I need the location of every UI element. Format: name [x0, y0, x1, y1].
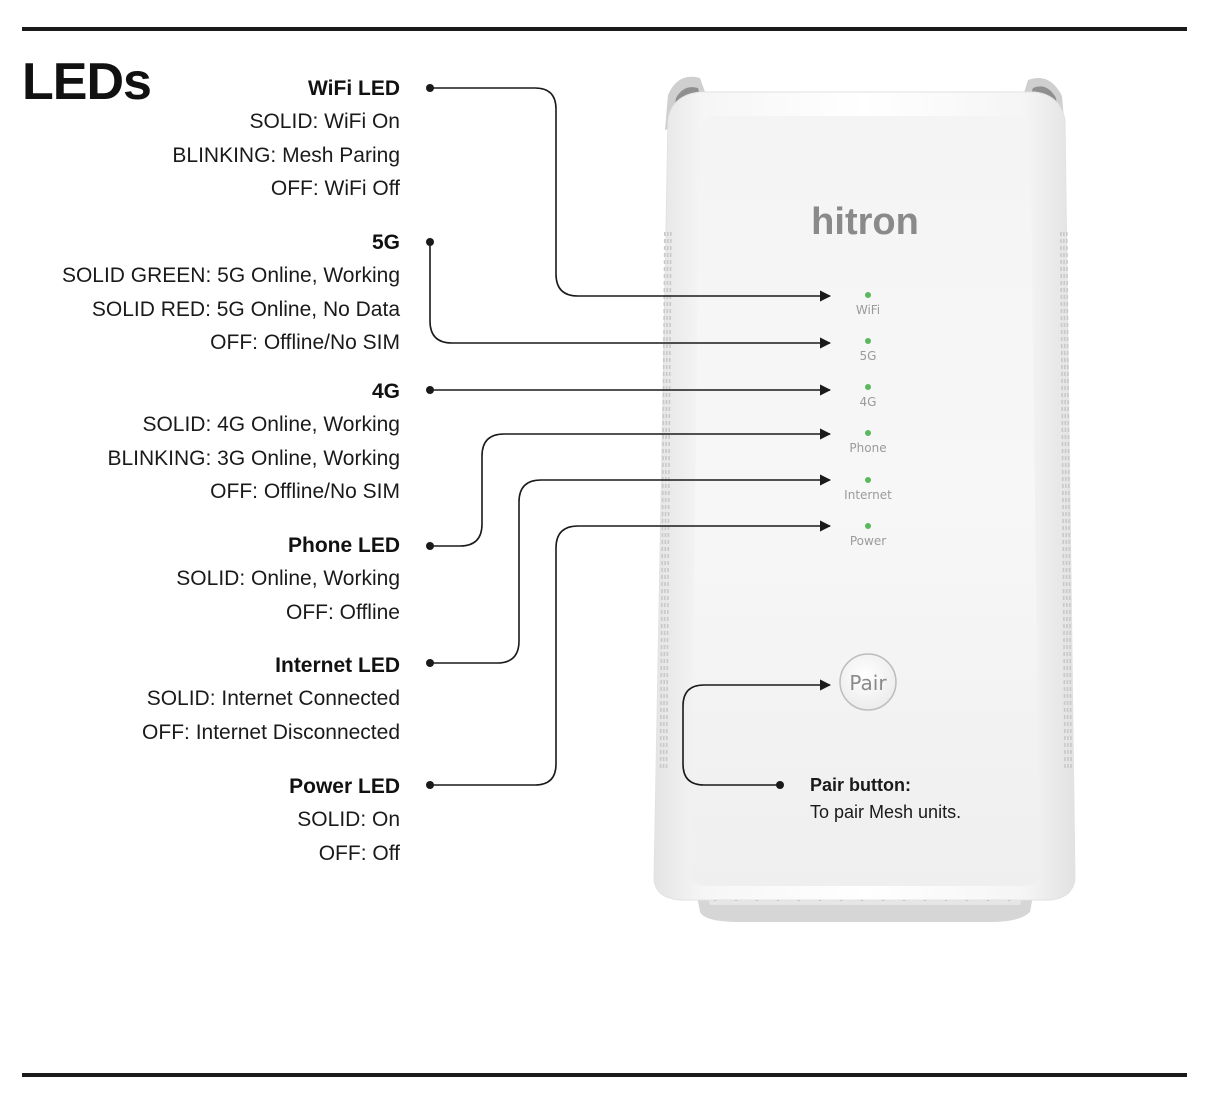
- pair-button-label: Pair: [849, 671, 887, 695]
- led-desc-line: SOLID: 4G Online, Working: [142, 413, 400, 436]
- pair-button-circle[interactable]: [839, 653, 897, 711]
- callout-dot-icon: [426, 659, 434, 667]
- led-dot-icon: [865, 477, 871, 483]
- led-desc-line: SOLID GREEN: 5G Online, Working: [61, 264, 400, 287]
- callout-dot-icon: [426, 542, 434, 550]
- led-heading: WiFi LED: [308, 77, 400, 100]
- device-led-label: Phone: [849, 441, 886, 455]
- led-desc-line: BLINKING: 3G Online, Working: [107, 446, 400, 470]
- led-wifi-block: WiFi LED SOLID: WiFi On BLINKING: Mesh P…: [0, 72, 400, 206]
- callout-dot-icon: [426, 238, 434, 246]
- device-led-label: WiFi: [856, 303, 880, 317]
- callout-dot-icon: [426, 781, 434, 789]
- callout-5g: [429, 242, 832, 349]
- led-dot-icon: [865, 430, 871, 436]
- device-led-label: 4G: [860, 395, 877, 409]
- bottom-rule: [22, 1073, 1187, 1077]
- led-heading: 5G: [371, 231, 400, 254]
- pair-button[interactable]: Pair: [839, 653, 897, 711]
- callout-dot-icon: [426, 84, 434, 92]
- led-desc-line: SOLID RED: 5G Online, No Data: [91, 297, 400, 321]
- pair-info: Pair button: To pair Mesh units.: [810, 772, 961, 826]
- pair-heading: Pair button:: [810, 775, 911, 795]
- led-desc-line: SOLID: Internet Connected: [146, 687, 400, 710]
- callout-start-dots: [426, 84, 784, 789]
- pair-description: To pair Mesh units.: [810, 802, 962, 822]
- top-rule: [22, 27, 1187, 31]
- led-desc-line: OFF: WiFi Off: [270, 177, 400, 200]
- led-desc-line: OFF: Offline/No SIM: [210, 331, 400, 354]
- led-heading: Internet LED: [275, 654, 400, 677]
- led-heading: Phone LED: [287, 534, 400, 557]
- led-5g-block: 5G SOLID GREEN: 5G Online, Working SOLID…: [0, 226, 400, 360]
- led-heading: Power LED: [289, 775, 400, 798]
- page-title: LEDs: [22, 53, 152, 111]
- led-desc-line: OFF: Internet Disconnected: [142, 720, 400, 744]
- callout-dot-icon: [776, 781, 784, 789]
- led-4g-block: 4G SOLID: 4G Online, Working BLINKING: 3…: [0, 375, 400, 509]
- led-desc-line: SOLID: Online, Working: [176, 567, 400, 590]
- led-desc-line: BLINKING: Mesh Paring: [172, 143, 400, 167]
- led-heading: 4G: [371, 380, 400, 403]
- led-desc-line: SOLID: WiFi On: [249, 110, 400, 133]
- callout-power: [430, 520, 832, 786]
- led-desc-line: OFF: Offline: [286, 600, 400, 624]
- device-led-label: Internet: [844, 488, 892, 502]
- led-desc-line: OFF: Off: [318, 841, 400, 865]
- device-led-wifi: WiFi: [856, 292, 880, 317]
- side-vent-grille: [659, 232, 1072, 768]
- led-dot-icon: [865, 384, 871, 390]
- brand-logo: hitron: [811, 201, 919, 243]
- callout-phone: [430, 428, 832, 547]
- led-power-block: Power LED SOLID: On OFF: Off: [0, 770, 400, 870]
- callout-pair: [682, 679, 832, 786]
- led-dot-icon: [865, 523, 871, 529]
- callout-internet: [430, 474, 832, 664]
- led-dot-icon: [865, 292, 871, 298]
- device-led-internet: Internet: [844, 477, 892, 502]
- device-led-label: 5G: [860, 349, 877, 363]
- device-led-phone: Phone: [849, 430, 887, 455]
- callout-dot-icon: [426, 386, 434, 394]
- callout-lines: [429, 87, 832, 786]
- led-internet-block: Internet LED SOLID: Internet Connected O…: [0, 649, 400, 749]
- callout-wifi: [430, 87, 832, 302]
- led-dot-icon: [865, 338, 871, 344]
- device-led-4g: 4G: [860, 384, 877, 409]
- led-desc-line: OFF: Offline/No SIM: [210, 480, 400, 503]
- led-desc-line: SOLID: On: [297, 808, 400, 831]
- device-led-label: Power: [850, 534, 886, 548]
- device-led-5g: 5G: [860, 338, 877, 363]
- router-front-panel: [690, 116, 1040, 886]
- led-phone-block: Phone LED SOLID: Online, Working OFF: Of…: [0, 529, 400, 629]
- device-led-power: Power: [850, 523, 886, 548]
